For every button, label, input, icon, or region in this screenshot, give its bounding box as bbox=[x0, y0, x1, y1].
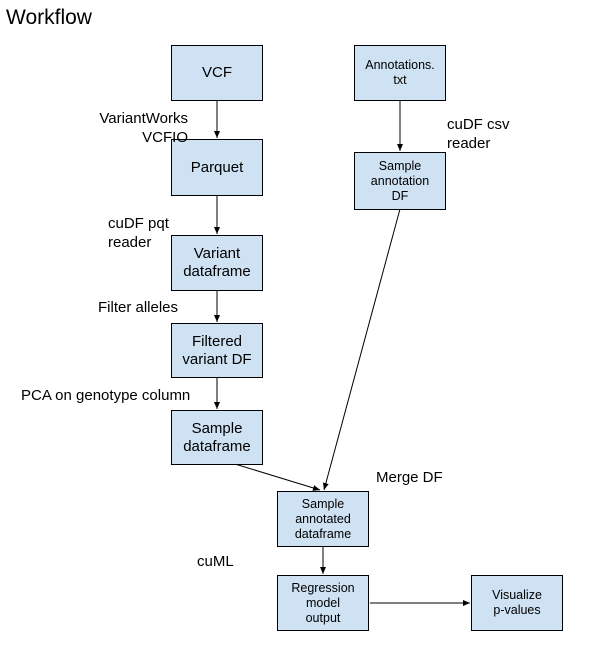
node-filtered-variant-df: Filtered variant DF bbox=[171, 323, 263, 378]
label-merge-df: Merge DF bbox=[376, 469, 443, 486]
label-pca-on-genotype-column: PCA on genotype column bbox=[21, 387, 191, 404]
label-filter-alleles: Filter alleles bbox=[98, 299, 179, 316]
node-sample-dataframe: Sample dataframe bbox=[171, 410, 263, 465]
label-variantworks-vcfio: VariantWorks VCFIO bbox=[99, 110, 188, 146]
node-sample-annotation-df: Sample annotation DF bbox=[354, 152, 446, 210]
node-parquet: Parquet bbox=[171, 139, 263, 196]
label-cudf-csv-reader: cuDF csv reader bbox=[447, 116, 510, 152]
node-sample-annotated-dataframe: Sample annotated dataframe bbox=[277, 491, 369, 547]
diagram-title: Workflow bbox=[6, 6, 92, 29]
node-visualize-p-values: Visualize p-values bbox=[471, 575, 563, 631]
node-variant-dataframe: Variant dataframe bbox=[171, 235, 263, 291]
node-vcf: VCF bbox=[171, 45, 263, 101]
edge-sample-merged bbox=[234, 463, 321, 491]
edge-sampleannot-merged bbox=[322, 208, 401, 491]
node-regression-model-output: Regression model output bbox=[277, 575, 369, 631]
node-annotations-txt: Annotations. txt bbox=[354, 45, 446, 101]
label-cuml: cuML bbox=[197, 553, 234, 570]
label-cudf-pqt-reader: cuDF pqt reader bbox=[108, 215, 169, 251]
